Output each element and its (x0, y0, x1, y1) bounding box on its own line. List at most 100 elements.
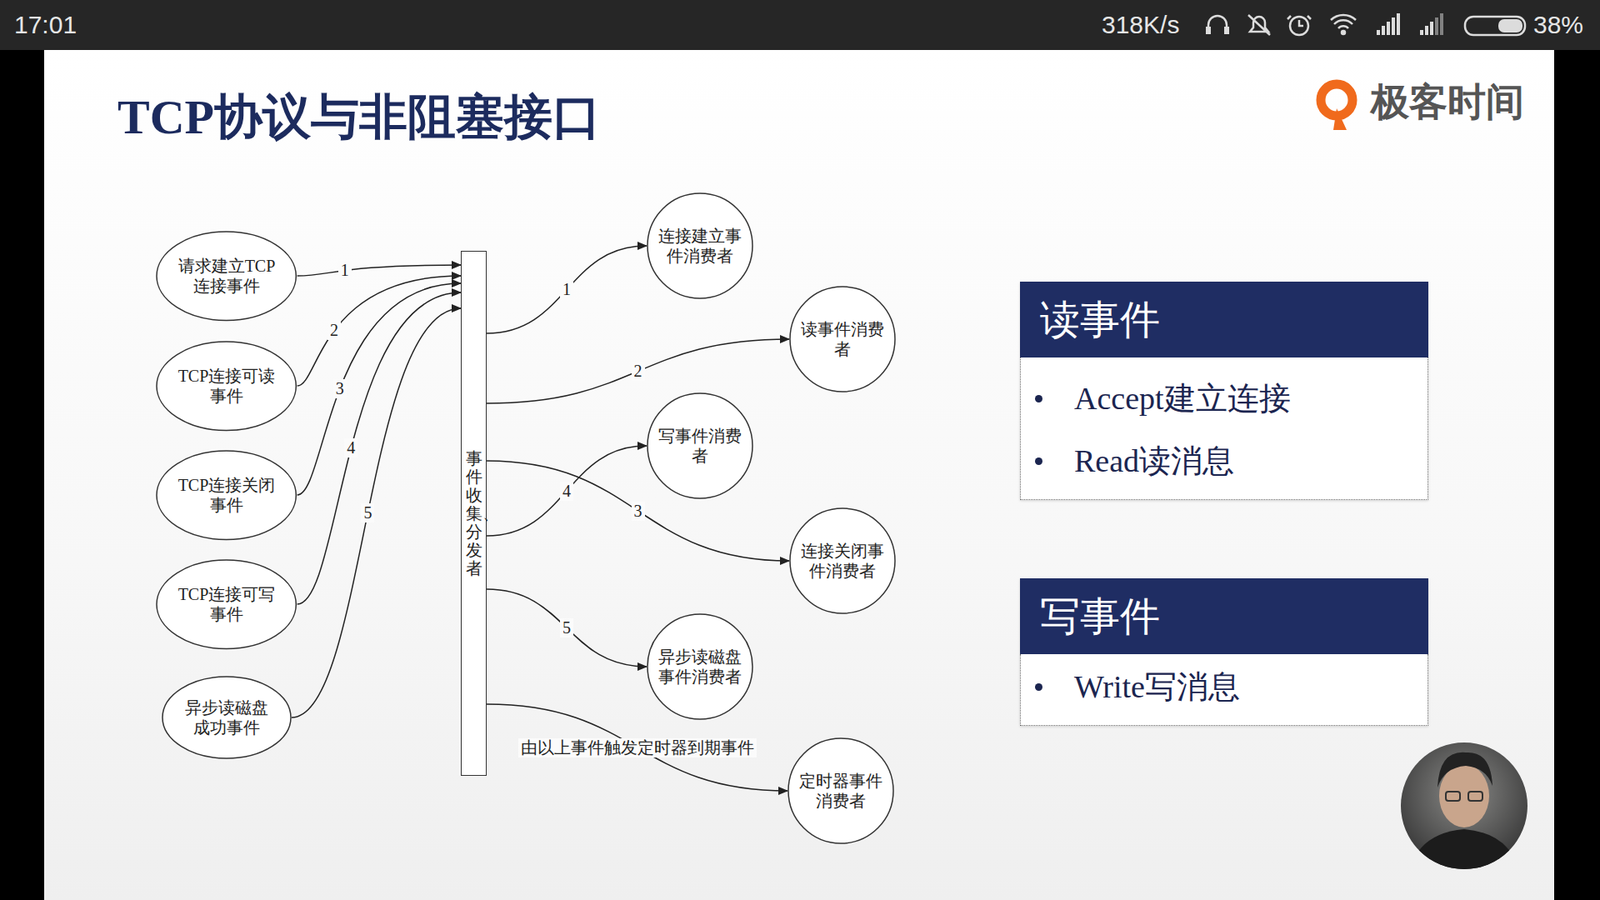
panel-heading-band: 写事件 (1020, 578, 1429, 655)
text-holder: 异步读磁盘成功事件 (183, 697, 270, 738)
outline-shape (646, 613, 754, 720)
edge-label: 1 (338, 260, 352, 280)
wifi-icon (1330, 15, 1356, 29)
event-ellipse: TCP连接可写事件 (155, 559, 297, 650)
outline-shape (646, 192, 754, 300)
edge-label: 1 (560, 280, 574, 300)
outline-shape (155, 230, 297, 322)
outline-shape (789, 285, 896, 393)
edge-label: 2 (631, 361, 645, 381)
panel-body: Accept建立连接 Read读消息 (1020, 357, 1429, 500)
logo-icon (1320, 84, 1353, 130)
event-panel: 读事件 Accept建立连接 Read读消息 (1020, 281, 1429, 500)
edge-label: 3 (333, 379, 347, 399)
connector (297, 292, 461, 605)
node-label: TCP连接关闭事件 (174, 475, 280, 515)
bullet-row: Accept建立连接 (1020, 367, 1428, 430)
outline-path (647, 614, 753, 720)
outline-path (790, 286, 895, 392)
event-ellipse: 异步读磁盘成功事件 (161, 675, 292, 760)
outline-shape (646, 392, 754, 500)
headphone-icon (1224, 26, 1230, 35)
text-holder: TCP连接可读事件 (174, 365, 280, 406)
outline-shape (787, 737, 895, 845)
node-label: 请求建立TCP连接事件 (174, 255, 280, 296)
status-battery: 38% (1533, 10, 1584, 40)
text-holder: 连接建立事件消费者 (658, 225, 742, 266)
event-ellipse: 请求建立TCP连接事件 (155, 230, 297, 322)
edge-label: 5 (360, 503, 375, 523)
consumer-circle: 连接建立事件消费者 (646, 192, 754, 300)
consumer-circle: 异步读磁盘事件消费者 (646, 613, 754, 720)
consumer-circle: 写事件消费者 (646, 392, 754, 500)
connector (486, 704, 788, 791)
bullet-row: Write写消息 (1020, 655, 1428, 719)
outline-path (156, 341, 296, 431)
bullet-text: Accept建立连接 (1074, 377, 1291, 420)
node-label: 异步读磁盘成功事件 (183, 697, 270, 738)
node-label: 定时器事件消费者 (799, 770, 883, 811)
node-label: 写事件消费者 (658, 425, 742, 466)
connector (297, 265, 461, 276)
text-holder: 写事件消费者 (658, 425, 742, 466)
bullet-text: Read读消息 (1074, 440, 1235, 483)
alarm-icon (1287, 15, 1311, 26)
vertical-label: 事件收集、分发者 (465, 449, 483, 578)
text-holder: 请求建立TCP连接事件 (174, 255, 280, 296)
text-holder: 异步读磁盘事件消费者 (658, 646, 742, 687)
logo-text: 极客时间 (1370, 76, 1525, 129)
event-ellipse: TCP连接可读事件 (155, 340, 297, 432)
edge-label: 3 (631, 501, 645, 521)
text-holder: TCP连接关闭事件 (174, 475, 280, 515)
headphone-icon (1208, 15, 1227, 32)
node-label: 异步读磁盘事件消费者 (658, 646, 742, 687)
outline-shape (155, 340, 297, 432)
edge-label: 2 (327, 320, 341, 340)
status-speed: 318K/s (1101, 10, 1180, 40)
signal-icon (1376, 13, 1444, 35)
consumer-circle: 连接关闭事件消费者 (789, 507, 896, 615)
dispatcher-bar: 事件收集、分发者 (460, 250, 487, 776)
text-holder: 定时器事件消费者 (799, 770, 883, 811)
panel-body: Write写消息 (1020, 654, 1429, 726)
status-icons (1205, 15, 1356, 35)
outline-path (647, 193, 753, 299)
mute-icon (1248, 15, 1270, 35)
connector (486, 445, 647, 536)
text-holder: 连接关闭事件消费者 (800, 540, 885, 581)
event-ellipse: TCP连接关闭事件 (155, 450, 297, 541)
slide-title: TCP协议与非阻塞接口 (117, 85, 601, 150)
event-panel: 写事件 Write写消息 (1020, 578, 1429, 726)
outline-shape (789, 507, 896, 615)
connector (486, 339, 790, 404)
connector (486, 589, 647, 667)
node-label: TCP连接可读事件 (174, 365, 280, 406)
outline-path (156, 560, 296, 650)
panel-heading: 写事件 (1040, 594, 1160, 639)
panel-heading: 读事件 (1040, 297, 1160, 342)
outline-path (162, 676, 291, 759)
edge-label: 4 (344, 438, 358, 458)
consumer-circle: 定时器事件消费者 (787, 737, 895, 845)
text-holder: TCP连接可写事件 (174, 584, 280, 625)
node-label: TCP连接可写事件 (174, 584, 280, 625)
bullet-text: Write写消息 (1074, 665, 1240, 709)
node-label: 连接关闭事件消费者 (800, 540, 885, 581)
bullet-dot (1035, 395, 1043, 403)
outline-path (156, 231, 296, 321)
connector (291, 308, 461, 718)
panel-heading-band: 读事件 (1020, 281, 1429, 358)
wifi-icon (1341, 30, 1345, 35)
node-label: 连接建立事件消费者 (658, 225, 742, 266)
bullet-row: Read读消息 (1020, 430, 1428, 493)
edge-label: 由以上事件触发定时器到期事件 (518, 738, 757, 758)
edge-label: 4 (560, 481, 574, 501)
outline-path (647, 393, 753, 499)
outline-path (156, 450, 296, 540)
bullet-dot (1035, 457, 1043, 465)
presenter-video (1400, 742, 1528, 875)
node-label: 读事件消费者 (800, 319, 885, 360)
connector (297, 275, 461, 386)
status-time: 17:01 (14, 10, 77, 40)
